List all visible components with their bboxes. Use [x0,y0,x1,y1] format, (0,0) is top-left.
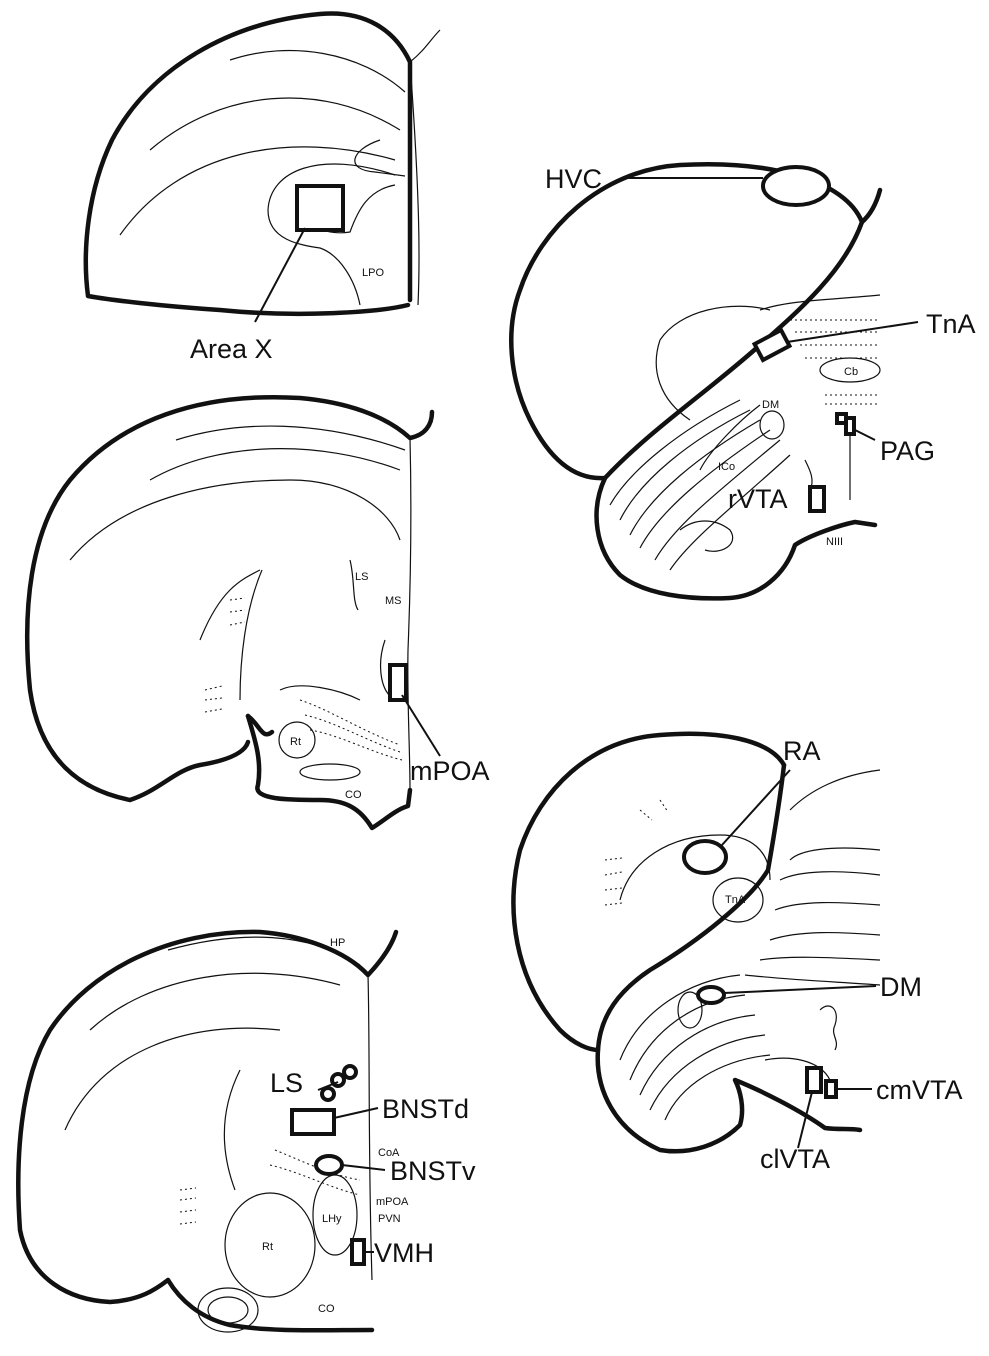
pvn-label: PVN [378,1213,401,1225]
bnstv-roi-ellipse [316,1156,342,1174]
area-x-label: Area X [190,334,273,364]
panel-hvc-section: HVC Cb TnA DM ICo PAG rVTA NIII [511,164,975,598]
rvta-roi-box [810,487,824,511]
rt-label: Rt [290,736,301,748]
mpoa-roi-box [390,665,406,700]
panel-mpoa-section: Rt CO LS MS mPOA [27,397,489,828]
section-outline [511,164,880,478]
vmh-roi-box [352,1240,364,1264]
hvc-roi-ellipse [763,167,829,205]
co-label: CO [345,789,362,801]
co-label-2: CO [318,1303,335,1315]
ls-label-2: LS [270,1068,303,1098]
vmh-label: VMH [374,1238,434,1268]
cb-label: Cb [844,366,858,378]
cmvta-roi-box [826,1081,836,1097]
panel-ra-section: TnA RA DM cmVTA clVTA [513,734,962,1174]
clvta-label: clVTA [760,1144,830,1174]
ico-label: ICo [718,461,735,473]
hp-label: HP [330,937,345,949]
pag-roi-box-2 [846,418,854,434]
ls-label: LS [355,571,368,583]
hvc-label: HVC [545,164,602,194]
ra-roi-ellipse [684,841,726,873]
clvta-roi-box [807,1068,821,1092]
cmvta-label: cmVTA [876,1075,963,1105]
lhy-label: LHy [322,1213,342,1225]
section-outline [27,397,432,800]
tna-label: TnA [926,309,976,339]
dm-roi-ellipse [698,987,724,1003]
section-outline [513,734,784,1050]
panel-area-x-section: Area X LPO [86,13,440,364]
panel-bnst-section: Rt LHy CO HP LS BNSTd CoA BNSTv mPOA PVN… [18,932,476,1332]
tna-roi-box [755,330,790,360]
ms-label: MS [385,595,402,607]
bnstd-roi-box [292,1110,334,1134]
dm-label-p4: DM [762,399,779,411]
dm-label: DM [880,972,922,1002]
lpo-label: LPO [362,267,384,279]
ra-label: RA [783,736,821,766]
mpoa-label: mPOA [410,756,490,786]
rvta-label: rVTA [728,484,788,514]
mpoa-label-2: mPOA [376,1196,409,1208]
bnstv-label: BNSTv [390,1156,476,1186]
rt-label-2: Rt [262,1241,273,1253]
area-x-roi-box [297,186,343,230]
niii-label: NIII [826,536,843,548]
bnstd-label: BNSTd [382,1094,469,1124]
tna-label-p5: TnA [725,894,746,906]
pag-label: PAG [880,436,935,466]
